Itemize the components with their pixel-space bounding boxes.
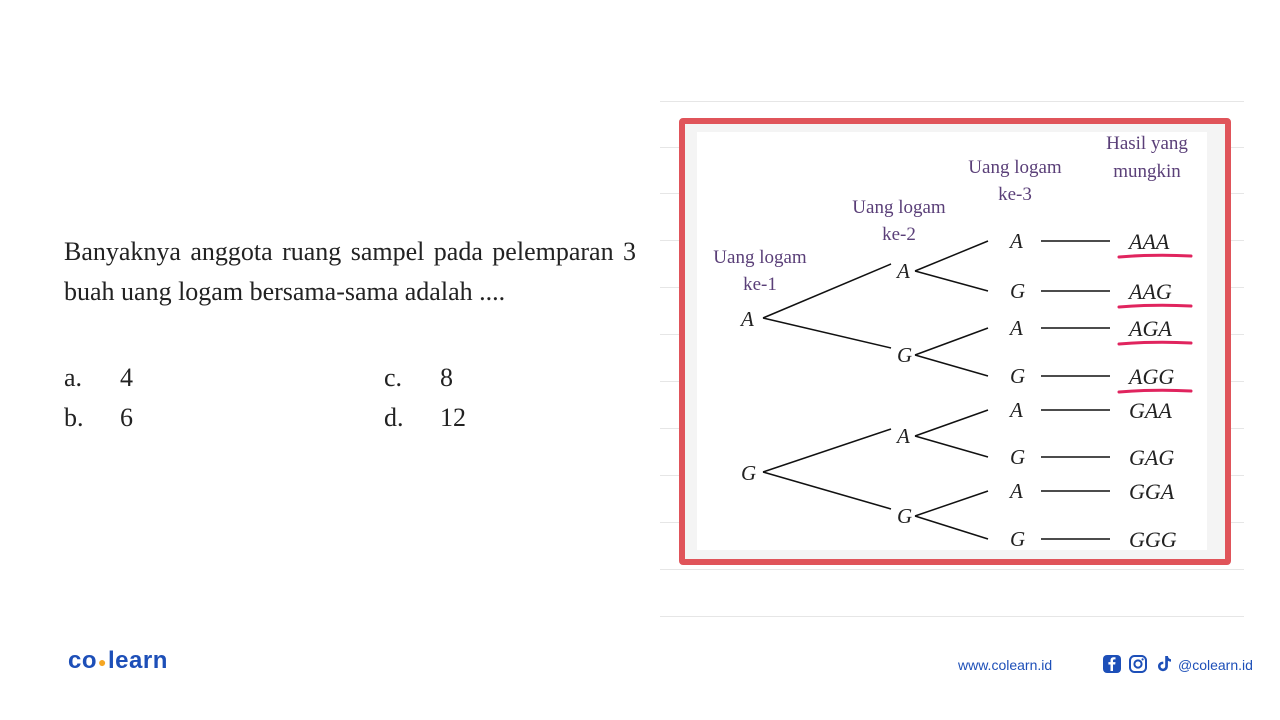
instagram-icon[interactable] <box>1128 654 1148 674</box>
result-gaa: GAA <box>1129 398 1172 423</box>
branch-coin1-to-coin2 <box>762 471 892 510</box>
node-coin2-g: G <box>897 504 912 528</box>
option-d-value: 12 <box>440 403 466 432</box>
colearn-logo[interactable]: co●learn <box>68 647 168 675</box>
result-agg: AGG <box>1127 364 1174 389</box>
result-underline <box>1117 303 1193 309</box>
header-result-line2: mungkin <box>1113 161 1181 182</box>
node-coin3-g: G <box>1010 364 1025 388</box>
node-coin3-a: A <box>1008 398 1023 422</box>
header-coin1-line1: Uang logam <box>713 247 807 268</box>
header-coin3-line2: ke-3 <box>998 184 1032 205</box>
node-coin3-g: G <box>1010 527 1025 551</box>
ruled-line <box>660 569 1244 570</box>
node-coin2-a: A <box>895 259 910 283</box>
result-aaa: AAA <box>1127 229 1170 254</box>
branch-coin2-to-coin3 <box>914 270 989 292</box>
result-underline <box>1117 388 1193 394</box>
branch-coin1-to-coin2 <box>762 317 892 349</box>
branch-coin1-to-coin2 <box>762 263 892 319</box>
node-coin3-a: A <box>1008 229 1023 253</box>
tiktok-icon[interactable] <box>1154 654 1174 674</box>
node-coin1-g: G <box>741 461 756 485</box>
node-coin3-a: A <box>1008 479 1023 503</box>
result-underline <box>1117 340 1193 346</box>
result-gag: GAG <box>1129 445 1174 470</box>
result-underline <box>1117 253 1193 259</box>
option-a-value: 4 <box>120 363 133 392</box>
option-d-letter: d. <box>384 403 404 432</box>
brand-right: learn <box>107 647 168 674</box>
option-c[interactable]: c. 8 <box>384 355 453 401</box>
node-coin2-a: A <box>895 424 910 448</box>
branch-coin2-to-coin3 <box>914 409 989 437</box>
header-coin3-line1: Uang logam <box>968 157 1062 178</box>
option-b-letter: b. <box>64 403 84 432</box>
option-d[interactable]: d. 12 <box>384 395 466 441</box>
node-coin3-g: G <box>1010 445 1025 469</box>
node-coin3-g: G <box>1010 279 1025 303</box>
ruled-line <box>660 101 1244 102</box>
result-ggg: GGG <box>1129 527 1177 552</box>
option-b-value: 6 <box>120 403 133 432</box>
result-aga: AGA <box>1127 316 1172 341</box>
header-coin2-line2: ke-2 <box>882 224 916 245</box>
result-gga: GGA <box>1129 479 1175 504</box>
website-link[interactable]: www.colearn.id <box>958 657 1053 673</box>
tree-diagram-frame: Uang logam ke-1 Uang logam ke-2 Uang log… <box>679 118 1231 565</box>
branch-coin2-to-coin3 <box>914 435 989 458</box>
option-c-letter: c. <box>384 363 403 392</box>
option-c-value: 8 <box>440 363 453 392</box>
node-coin3-a: A <box>1008 316 1023 340</box>
brand-left: co <box>68 647 98 674</box>
branch-coin2-to-coin3 <box>914 240 989 272</box>
header-result-line1: Hasil yang <box>1106 133 1188 154</box>
node-coin1-a: A <box>739 307 754 331</box>
header-coin2-line1: Uang logam <box>852 197 946 218</box>
result-aag: AAG <box>1127 279 1172 304</box>
option-a[interactable]: a. 4 <box>64 355 133 401</box>
brand-dot-icon: ● <box>98 653 107 670</box>
footer: co●learn www.colearn.id @colearn.id <box>0 620 1280 720</box>
branch-coin2-to-coin3 <box>914 515 989 540</box>
branch-coin2-to-coin3 <box>914 490 989 517</box>
facebook-icon[interactable] <box>1102 654 1122 674</box>
ruled-line <box>660 616 1244 617</box>
option-b[interactable]: b. 6 <box>64 395 133 441</box>
branch-coin2-to-coin3 <box>914 327 989 356</box>
probability-tree-diagram: Uang logam ke-1 Uang logam ke-2 Uang log… <box>697 132 1207 552</box>
branch-coin2-to-coin3 <box>914 354 989 377</box>
header-coin1-line2: ke-1 <box>743 274 777 295</box>
option-a-letter: a. <box>64 363 83 392</box>
social-handle[interactable]: @colearn.id <box>1178 657 1253 673</box>
branch-coin1-to-coin2 <box>762 428 892 473</box>
node-coin2-g: G <box>897 343 912 367</box>
question-text: Banyaknya anggota ruang sampel pada pele… <box>64 237 636 306</box>
